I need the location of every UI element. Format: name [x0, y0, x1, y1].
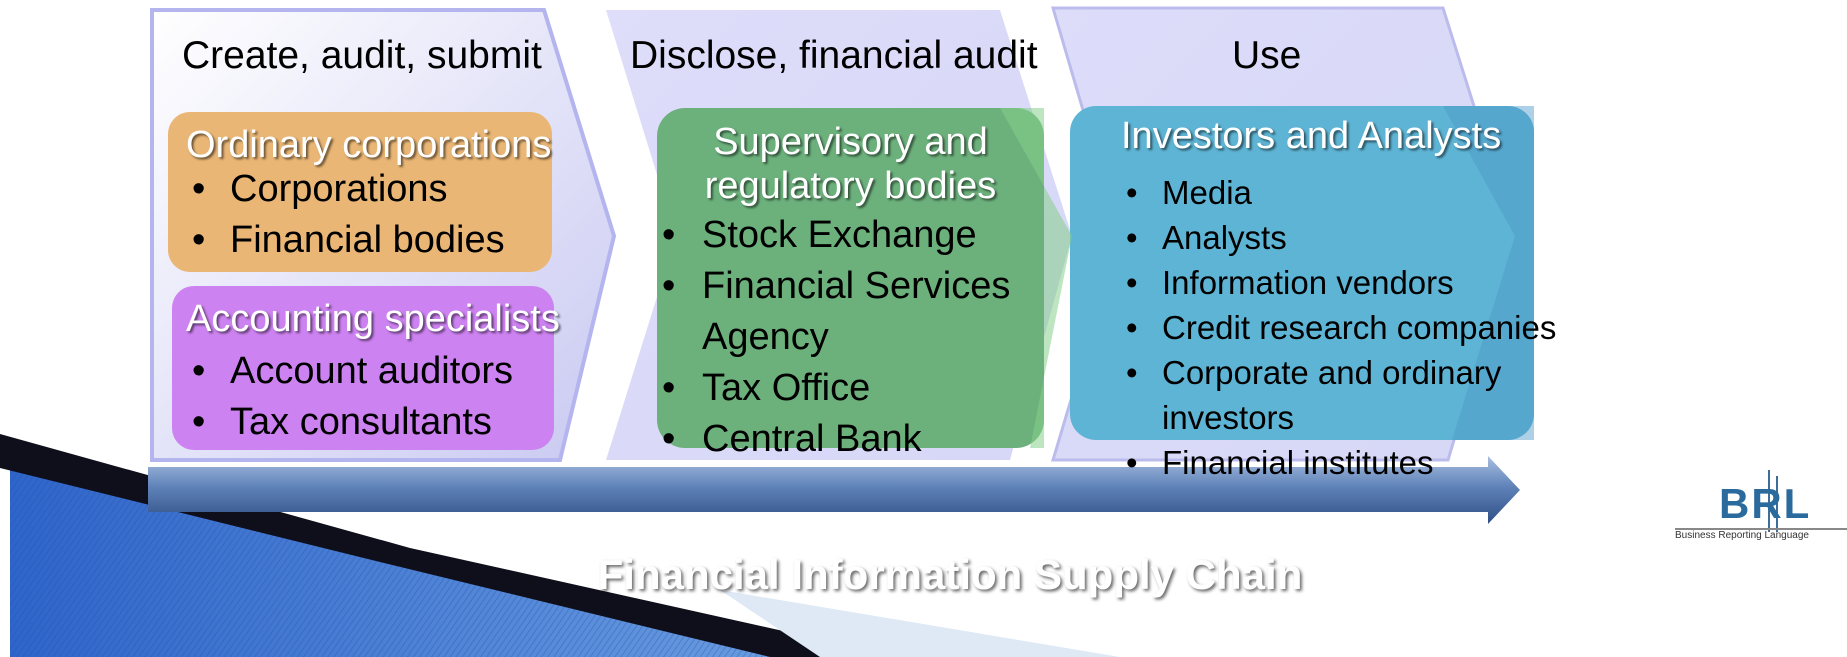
list-item: Information vendors [1112, 260, 1556, 305]
list-item: Financial institutes [1112, 440, 1556, 485]
list-item: Corporations [180, 164, 505, 215]
brl-logo-subtext: Business Reporting Language [1675, 530, 1809, 541]
list-item: Tax consultants [180, 397, 513, 448]
stage-heading-disclose: Disclose, financial audit [630, 34, 1038, 77]
list-item: Financial Services [652, 261, 1010, 312]
list-investors: Media Analysts Information vendors Credi… [1112, 170, 1556, 485]
list-item: Media [1112, 170, 1556, 215]
list-supervisory: Stock Exchange Financial Services Agency… [652, 210, 1010, 465]
group-title-supervisory-line1: Supervisory and [713, 121, 988, 163]
decorative-swoosh [0, 434, 1120, 657]
group-title-supervisory-line2: regulatory bodies [704, 165, 997, 207]
list-item: Account auditors [180, 346, 513, 397]
list-item-continuation: investors [1162, 399, 1295, 436]
stage-heading-use: Use [1232, 34, 1302, 77]
list-item: Central Bank [652, 414, 1010, 465]
chevron-overlap-green [1000, 108, 1072, 448]
list-item: Stock Exchange [652, 210, 1010, 261]
list-item: Corporate and ordinary [1112, 350, 1556, 395]
group-title-investors: Investors and Analysts [1121, 115, 1502, 157]
list-accounting: Account auditors Tax consultants [180, 346, 513, 448]
list-item: Financial bodies [180, 215, 505, 266]
supply-chain-banner-title: Financial Information Supply Chain [597, 551, 1303, 598]
group-title-ordinary: Ordinary corporations [186, 124, 552, 166]
list-item: Analysts [1112, 215, 1556, 260]
list-item: Credit research companies [1112, 305, 1556, 350]
stage-heading-create: Create, audit, submit [182, 34, 542, 77]
brl-logo-graphic [1675, 470, 1847, 532]
list-item: Tax Office [652, 363, 1010, 414]
brl-logo-text: BRL [1719, 480, 1812, 527]
group-title-accounting: Accounting specialists [186, 298, 560, 340]
list-ordinary: Corporations Financial bodies [180, 164, 505, 266]
list-item-continuation: Agency [702, 316, 829, 358]
brl-logo: BRL Business Reporting Language [1665, 470, 1847, 550]
